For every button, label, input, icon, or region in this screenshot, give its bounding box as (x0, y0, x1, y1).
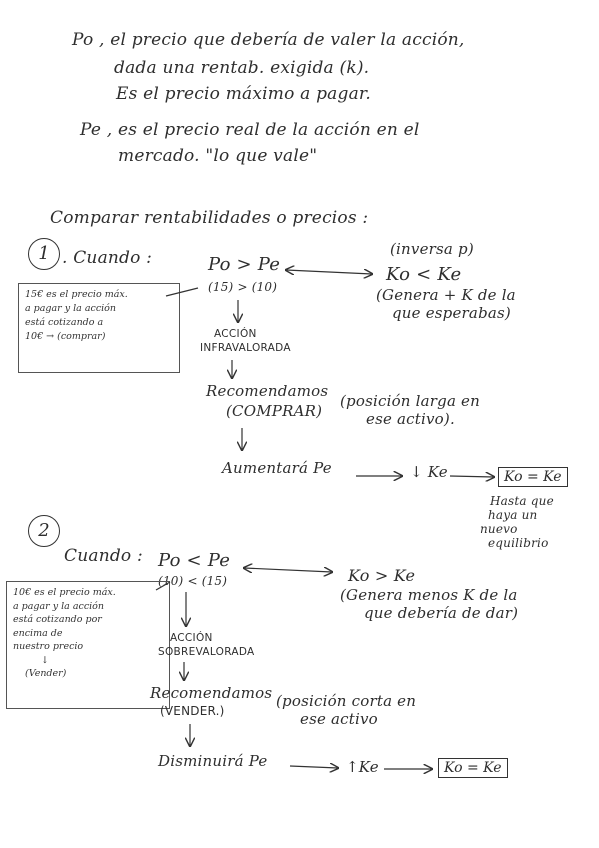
case2-side-note-line: nuestro precio (13, 641, 84, 652)
case2-double-arrow (244, 568, 332, 572)
pe-definition-line1: Pe , es el precio real de la acción en e… (80, 120, 420, 140)
case1-k-relation: Ko < Ke (386, 264, 462, 285)
case2-accion: ACCIÓN (170, 632, 213, 644)
case1-number: 1 (28, 238, 60, 270)
case2-cuando: Cuando : (64, 546, 143, 566)
case1-arrow-ke: ↓ Ke (410, 463, 448, 481)
case2-side-note-line: está cotizando por (13, 614, 102, 625)
case2-recommend: Recomendamos (150, 684, 273, 702)
case2-sobrevalorada: SOBREVALORADA (158, 646, 255, 658)
case1-recommend-action: (COMPRAR) (226, 402, 323, 420)
section-heading: Comparar rentabilidades o precios : (50, 208, 369, 228)
case1-position2: ese activo). (366, 410, 455, 428)
case2-k-relation: Ko > Ke (348, 566, 416, 585)
case1-side-note-line: está cotizando a (25, 317, 104, 328)
case2-recommend-action: (VENDER.) (160, 704, 225, 718)
case2-values: (10) < (15) (158, 574, 228, 588)
case1-note-link (165, 287, 199, 297)
case1-side-note: 15€ es el precio máx. a pagar y la acció… (18, 283, 180, 373)
case1-values: (15) > (10) (208, 280, 278, 294)
case1-right-arrow (449, 476, 494, 477)
case1-k-note2: que esperabas) (392, 304, 511, 322)
pe-definition-line2: mercado. "lo que vale" (118, 146, 318, 166)
case2-note-link (155, 581, 171, 591)
case1-double-arrow (286, 270, 372, 274)
case2-result: Disminuirá Pe (158, 752, 268, 770)
case1-infravalorada: INFRAVALORADA (200, 342, 291, 354)
case2-right-arrow (289, 766, 338, 768)
case2-position1: (posición corta en (276, 692, 417, 710)
case1-side-note-line: 10€ → (comprar) (25, 331, 106, 342)
case1-hasta-line: nuevo (480, 522, 518, 536)
case1-side-note-line: 15€ es el precio máx. (25, 289, 128, 300)
po-definition-line1: Po , el precio que debería de valer la a… (72, 30, 465, 50)
po-definition-line3: Es el precio máximo a pagar. (116, 84, 371, 104)
case1-inverse: (inversa p) (390, 240, 474, 258)
case1-k-note1: (Genera + K de la (376, 286, 516, 304)
case2-side-note-line: encima de (13, 627, 63, 639)
case1-recommend: Recomendamos (206, 382, 329, 400)
case1-side-note-line: a pagar y la acción (25, 303, 117, 314)
case2-side-note-line: a pagar y la acción (13, 600, 105, 612)
case1-cuando: . Cuando : (62, 248, 153, 268)
case1-result: Aumentará Pe (222, 459, 332, 477)
case2-k-note1: (Genera menos K de la (340, 586, 518, 604)
case1-equilibrium-box: Ko = Ke (498, 467, 568, 487)
case2-side-note-line: 10€ es el precio máx. (13, 587, 116, 598)
case2-condition: Po < Pe (158, 550, 231, 571)
case2-side-note: 10€ es el precio máx. a pagar y la acció… (6, 581, 170, 709)
case1-condition: Po > Pe (208, 254, 281, 275)
po-definition-line2: dada una rentab. exigida (k). (114, 58, 370, 78)
case2-number: 2 (28, 515, 60, 547)
case1-hasta-line: haya un (488, 508, 538, 522)
case1-position1: (posición larga en (340, 392, 480, 410)
case2-side-note-line: (Vender) (25, 668, 67, 679)
case1-accion: ACCIÓN (214, 328, 257, 340)
case2-side-note-line: ↓ (41, 654, 49, 666)
case2-arrow-ke: ↑Ke (346, 758, 379, 776)
case2-equilibrium-box: Ko = Ke (438, 758, 508, 778)
case2-k-note2: que debería de dar) (364, 604, 519, 622)
case1-hasta-line: equilibrio (488, 536, 549, 550)
case2-position2: ese activo (300, 710, 378, 728)
case1-hasta-line: Hasta que (490, 494, 554, 508)
